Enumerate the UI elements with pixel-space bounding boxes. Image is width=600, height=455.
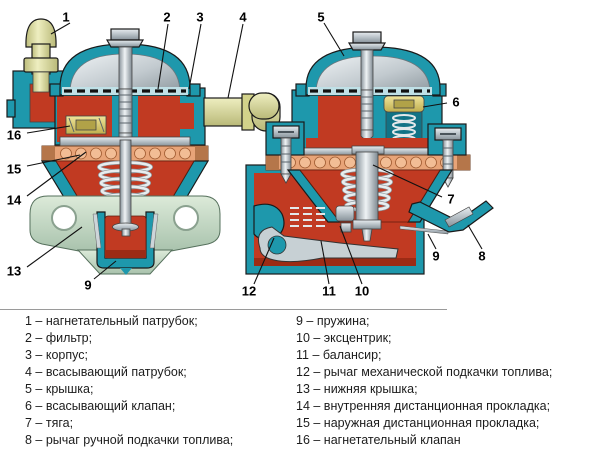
legend-item-16: 16 – нагнетательный клапан: [296, 433, 461, 447]
callout-number-13: 13: [7, 264, 21, 279]
callout-number-15: 15: [7, 162, 21, 177]
pipe-stub: [248, 92, 280, 120]
pull-rod: [112, 139, 139, 237]
legend-column-1: 1 – нагнетательный патрубок; 2 – фильтр; 3…: [25, 313, 287, 449]
callout-leader-8: [467, 224, 483, 250]
mounting-hole-right: [173, 205, 199, 231]
flange-screw-right: [427, 123, 467, 188]
legend-item-11: 11 – балансир;: [296, 348, 382, 362]
legend-item-1: 1 – нагнетательный патрубок;: [25, 314, 198, 328]
callout-number-16: 16: [7, 128, 21, 143]
callout-leader-1: [50, 22, 71, 35]
center-bolt: [347, 31, 387, 140]
callout-number-7: 7: [447, 192, 454, 207]
callout-leader-5: [323, 22, 345, 57]
callout-leader-12: [253, 237, 275, 285]
callout-number-11: 11: [322, 284, 336, 299]
mounting-hole-left: [51, 205, 77, 231]
callout-leader-11: [320, 240, 330, 285]
lever-clip: [444, 206, 474, 228]
discharge-valve: [65, 115, 107, 135]
legend-item-2: 2 – фильтр;: [25, 331, 93, 345]
callout-number-14: 14: [7, 193, 22, 208]
callout-leader-3: [188, 23, 202, 90]
legend-item-9: 9 – пружина;: [296, 314, 370, 328]
legend-item-3: 3 – корпус;: [25, 348, 88, 362]
callout-number-4: 4: [239, 10, 247, 25]
callout-number-9: 9: [432, 249, 439, 264]
legend-item-5: 5 – крышка;: [25, 382, 94, 396]
right-pump-section: [245, 31, 494, 275]
suction-valve: [383, 95, 425, 143]
legend-item-4: 4 – всасывающий патрубок;: [25, 365, 187, 379]
left-pump-section: [6, 18, 281, 275]
callout-number-5: 5: [317, 10, 324, 25]
legend-item-10: 10 – эксцентрик;: [296, 331, 392, 345]
callout-number-8: 8: [478, 249, 485, 264]
callout-leader-2: [157, 23, 169, 90]
callout-leader-16: [26, 125, 71, 134]
callout-leader-7: [372, 164, 443, 198]
callout-leader-10: [339, 225, 363, 285]
parts-legend: 1 – нагнетательный патрубок; 2 – фильтр; 3…: [0, 313, 600, 449]
callout-leader-9: [427, 233, 437, 250]
legend-item-13: 13 – нижняя крышка;: [296, 382, 418, 396]
manual-priming-lever: [408, 200, 494, 233]
legend-item-14: 14 – внутренняя дистанционная прокладка;: [296, 399, 551, 413]
legend-item-12: 12 – рычаг механической подкачки топлива…: [296, 365, 553, 379]
legend-column-2: 9 – пружина; 10 – эксцентрик; 11 – баланси…: [296, 313, 552, 449]
callout-number-10: 10: [355, 284, 369, 299]
pull-rod: [351, 145, 385, 242]
callout-leader-9: [93, 260, 117, 280]
callout-number-12: 12: [242, 284, 256, 299]
legend-item-15: 15 – наружная дистанционная прокладка;: [296, 416, 540, 430]
lever-link-rod: [399, 225, 449, 235]
callout-number-2: 2: [163, 10, 170, 25]
callout-leader-4: [227, 23, 244, 99]
balancer-lever: [258, 226, 399, 263]
callout-number-9: 9: [84, 278, 91, 293]
pump-cup: [96, 211, 155, 275]
callout-leader-14: [26, 151, 87, 197]
callout-number-3: 3: [196, 10, 203, 25]
fuel-chamber: [318, 96, 362, 138]
fuel-chamber-right: [138, 96, 180, 142]
legend-item-8: 8 – рычаг ручной подкачки топлива;: [25, 433, 234, 447]
legend-item-6: 6 – всасывающий клапан;: [25, 399, 176, 413]
return-springs: [290, 207, 325, 227]
legend-item-7: 7 – тяга;: [25, 416, 74, 430]
flange-screw-left: [265, 121, 305, 184]
callout-leader-13: [26, 226, 83, 268]
eccentric: [335, 205, 355, 233]
callout-leader-6: [422, 102, 448, 108]
center-bolt-and-rod: [105, 28, 145, 144]
callout-number-6: 6: [452, 95, 459, 110]
legend-divider: [0, 309, 447, 310]
callout-leader-15: [26, 154, 81, 167]
callout-number-1: 1: [62, 10, 69, 25]
